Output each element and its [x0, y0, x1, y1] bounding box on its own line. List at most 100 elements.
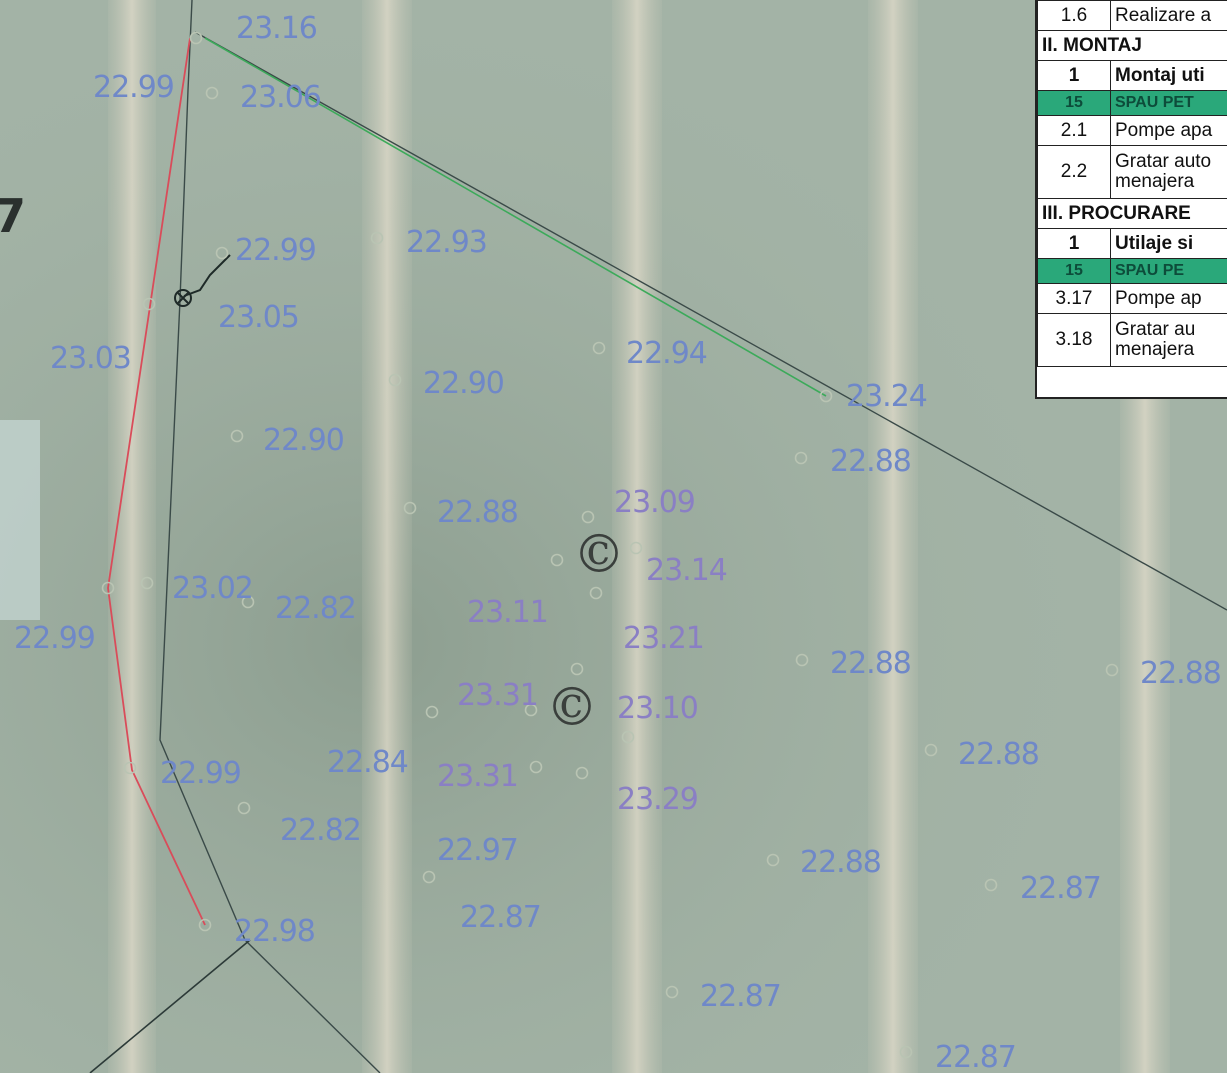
elevation-label: 22.87 — [1020, 871, 1101, 906]
elevation-label: 22.93 — [406, 225, 487, 260]
survey-point-marker — [581, 510, 595, 524]
manhole-icon — [174, 289, 192, 307]
elevation-label: 23.11 — [467, 595, 548, 630]
elevation-label: 22.84 — [327, 745, 408, 780]
row-description: Montaj uti — [1110, 60, 1227, 91]
connector-line — [183, 254, 231, 297]
survey-point-marker — [198, 918, 212, 932]
row-description: Pompe ap — [1110, 283, 1227, 314]
survey-point-marker — [403, 501, 417, 515]
survey-point-marker — [984, 878, 998, 892]
elevation-label: 22.88 — [437, 495, 518, 530]
survey-point-marker — [589, 586, 603, 600]
elevation-label: 22.88 — [958, 737, 1039, 772]
row-description: Pompe apa — [1110, 115, 1227, 146]
cadastral-marker-icon: © — [573, 525, 625, 585]
row-description: Utilaje si — [1110, 228, 1227, 259]
elevation-label: 22.98 — [234, 914, 315, 949]
elevation-label: 23.06 — [240, 80, 321, 115]
survey-point-marker — [370, 231, 384, 245]
margin-mark: 7 — [0, 189, 26, 243]
row-description: SPAU PET — [1110, 90, 1227, 116]
elevation-label: 23.31 — [437, 759, 518, 794]
survey-point-marker — [142, 297, 156, 311]
elevation-label: 22.99 — [93, 70, 174, 105]
elevation-label: 22.88 — [830, 646, 911, 681]
survey-point-marker — [425, 705, 439, 719]
survey-point-marker — [140, 576, 154, 590]
survey-point-marker — [795, 653, 809, 667]
elevation-label: 23.10 — [617, 691, 698, 726]
elevation-label: 22.94 — [626, 336, 707, 371]
road-stripes — [108, 0, 1170, 1073]
survey-point-marker — [388, 373, 402, 387]
survey-point-marker — [794, 451, 808, 465]
row-number: 3.17 — [1037, 283, 1111, 314]
survey-point-marker — [819, 389, 833, 403]
elevation-label: 22.88 — [830, 444, 911, 479]
elevation-label: 22.88 — [800, 845, 881, 880]
parcel-boundary-line — [159, 0, 381, 1073]
survey-point-marker — [101, 581, 115, 595]
survey-point-marker — [766, 853, 780, 867]
row-number: 15 — [1037, 90, 1111, 116]
survey-point-marker — [237, 801, 251, 815]
row-number: 2.2 — [1037, 145, 1111, 199]
survey-point-marker — [524, 703, 538, 717]
row-description: Realizare a — [1110, 0, 1227, 31]
elevation-label: 22.99 — [160, 756, 241, 791]
elevation-label: 22.90 — [263, 423, 344, 458]
survey-point-marker — [621, 730, 635, 744]
elevation-label: 23.09 — [614, 485, 695, 520]
survey-point-marker — [230, 429, 244, 443]
red-boundary-line — [107, 37, 206, 926]
row-number: 15 — [1037, 258, 1111, 284]
survey-point-marker — [665, 985, 679, 999]
elevation-label: 22.87 — [460, 900, 541, 935]
survey-point-marker — [215, 246, 229, 260]
lower-left-line — [89, 939, 251, 1073]
elevation-label: 22.97 — [437, 833, 518, 868]
terrain-patch — [0, 420, 40, 620]
row-description: SPAU PE — [1110, 258, 1227, 284]
row-number: 1 — [1037, 60, 1111, 91]
diagonal-line — [194, 31, 1227, 611]
elevation-label: 23.16 — [236, 11, 317, 46]
elevation-label: 22.99 — [14, 621, 95, 656]
cadastral-marker-icon: © — [546, 678, 598, 738]
survey-point-marker — [550, 553, 564, 567]
survey-point-marker — [899, 1045, 913, 1059]
elevation-label: 22.88 — [1140, 656, 1221, 691]
row-number: 3.18 — [1037, 313, 1111, 367]
survey-point-marker — [422, 870, 436, 884]
survey-point-marker — [241, 595, 255, 609]
elevation-label: 22.99 — [235, 233, 316, 268]
elevation-label: 22.82 — [275, 591, 356, 626]
survey-point-marker — [189, 31, 203, 45]
elevation-label: 22.82 — [280, 813, 361, 848]
section-heading: III. PROCURARE — [1037, 198, 1227, 229]
elevation-label: 23.21 — [623, 621, 704, 656]
row-number: 1 — [1037, 228, 1111, 259]
elevation-label: 22.90 — [423, 366, 504, 401]
survey-point-marker — [1105, 663, 1119, 677]
survey-point-marker — [529, 760, 543, 774]
table-row: II. MONTAJ — [1037, 30, 1227, 61]
survey-points — [101, 31, 1119, 1059]
row-number: 2.1 — [1037, 115, 1111, 146]
elevation-label: 23.03 — [50, 341, 131, 376]
